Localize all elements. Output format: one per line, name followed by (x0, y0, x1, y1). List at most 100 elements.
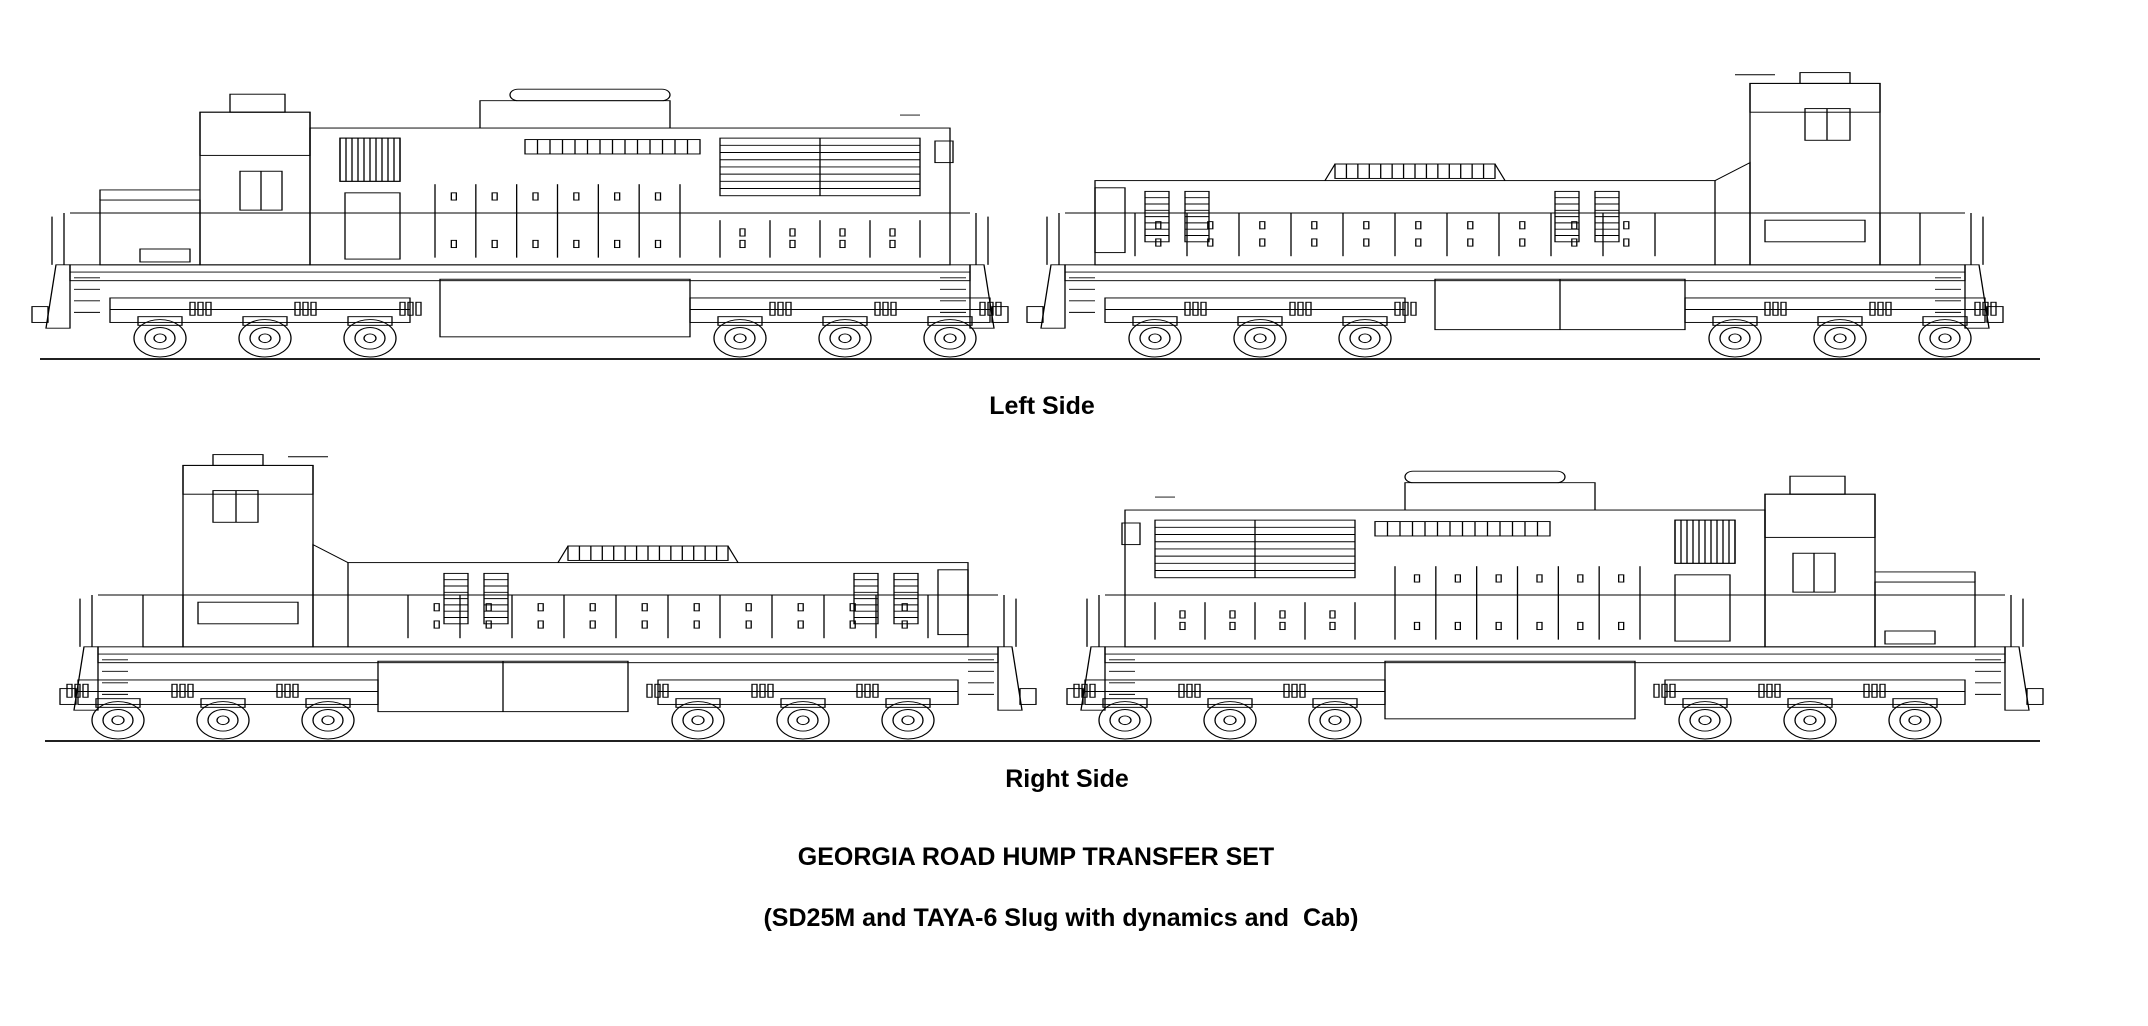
door-latch (1279, 621, 1286, 631)
wheel (301, 698, 355, 740)
spring (1766, 683, 1773, 698)
coupler (1066, 688, 1084, 705)
access-door (344, 192, 401, 260)
journal-box (1207, 698, 1253, 708)
spring (1863, 683, 1870, 698)
spring (1758, 683, 1765, 698)
door-latch (1363, 238, 1370, 247)
door-latch (537, 603, 544, 612)
cab-end-step (1879, 212, 1921, 266)
truck-frame (1084, 679, 1386, 705)
spring (856, 683, 863, 698)
spring (1774, 683, 1781, 698)
cab-nose-panel (1764, 219, 1866, 243)
truck-frame (657, 679, 959, 705)
spring (1879, 683, 1886, 698)
spring (171, 683, 178, 698)
spring (1764, 301, 1771, 316)
journal-box (137, 316, 183, 326)
spring (979, 301, 986, 316)
door-latch (745, 603, 752, 612)
dynamic-brake-housing (1404, 482, 1596, 511)
short-hood (99, 199, 201, 266)
door-latch (739, 239, 746, 249)
cab-roof (199, 111, 311, 156)
door-latch (433, 620, 440, 629)
spring (1410, 301, 1417, 316)
right-side-view (45, 454, 2044, 742)
cab-light (1799, 72, 1851, 84)
ballast-box (377, 660, 629, 713)
spring (890, 301, 897, 316)
wheel (1128, 316, 1182, 358)
spring (1885, 301, 1892, 316)
spring (310, 301, 317, 316)
pilot (1040, 264, 1066, 329)
frame-sill (1064, 264, 1966, 282)
truck (109, 297, 422, 358)
door-latch (1495, 574, 1502, 583)
spring (1297, 301, 1304, 316)
journal-box (95, 698, 141, 708)
spring (187, 683, 194, 698)
journal-box (1817, 316, 1863, 326)
spring (82, 683, 89, 698)
door-latch (1259, 221, 1266, 230)
door-latch (1571, 238, 1578, 247)
spring (407, 301, 414, 316)
pilot (1080, 646, 1106, 711)
short-hood-vents (1884, 630, 1936, 645)
fuel-tank (439, 278, 691, 338)
dynamic-brake-hatch (1324, 163, 1506, 181)
door-latch (789, 239, 796, 249)
ballast-box (1434, 278, 1686, 331)
long-hood (1124, 509, 1766, 648)
sd25m-left-side (31, 88, 1009, 358)
door-latch (797, 620, 804, 629)
door-latch (1623, 221, 1630, 230)
door-latch (839, 239, 846, 249)
spring (1283, 683, 1290, 698)
slug-end-panel (937, 569, 969, 636)
door-latch (654, 192, 662, 201)
coupler (1026, 306, 1044, 323)
cab-end-step (142, 594, 184, 648)
cab-roof (1764, 493, 1876, 538)
wheel (1678, 698, 1732, 740)
coupler (1986, 306, 2004, 323)
spring (1289, 301, 1296, 316)
spring (767, 683, 774, 698)
short-hood (1874, 581, 1976, 648)
truck (1073, 679, 1386, 740)
wheel (923, 316, 977, 358)
cab (1764, 493, 1876, 648)
spring (284, 683, 291, 698)
door-latch (1155, 238, 1162, 247)
spring (276, 683, 283, 698)
journal-box (1342, 316, 1388, 326)
frame-sill (1104, 646, 2006, 664)
journal-box (1312, 698, 1358, 708)
access-door (1674, 574, 1731, 642)
spring (1186, 683, 1193, 698)
wheel (343, 316, 397, 358)
door-latch (589, 603, 596, 612)
spring (1669, 683, 1676, 698)
truck (1684, 297, 1997, 358)
truck-frame (1664, 679, 1966, 705)
wheel (1813, 316, 1867, 358)
door-latch (537, 620, 544, 629)
door-latch (1329, 610, 1336, 619)
cab-light-housing (229, 93, 286, 113)
wheel (1708, 316, 1762, 358)
spring (864, 683, 871, 698)
pilot (997, 646, 1023, 711)
spring (1402, 301, 1409, 316)
frame-sill (97, 646, 999, 664)
spring (1974, 301, 1981, 316)
spring (751, 683, 758, 698)
door-latch (1495, 621, 1502, 631)
spring (662, 683, 669, 698)
wheel (1098, 698, 1152, 740)
